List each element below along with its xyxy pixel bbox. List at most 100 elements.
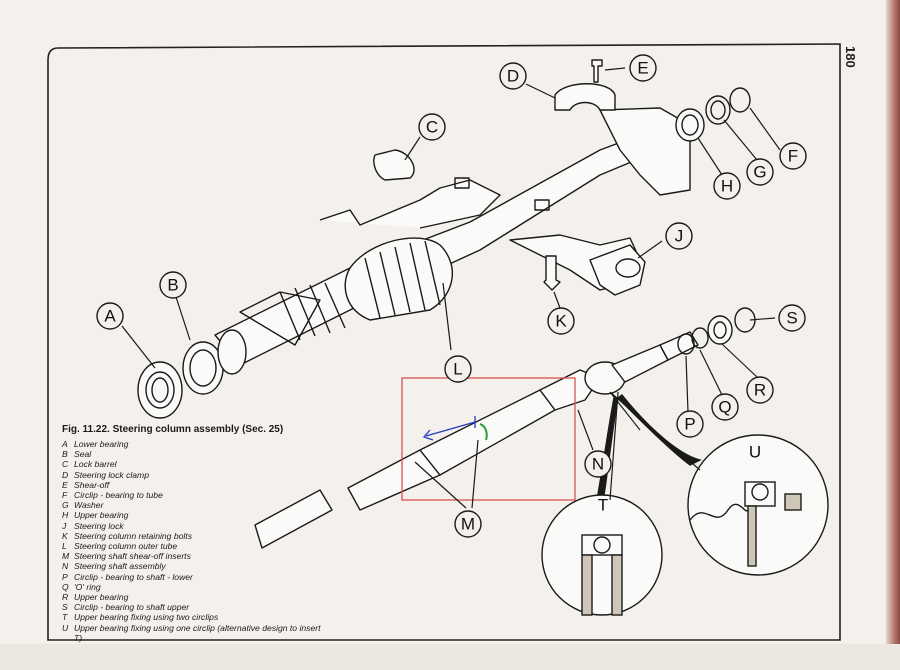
legend-description: Upper bearing fixing using two circlips — [74, 612, 219, 623]
leader-f — [749, 107, 781, 151]
steering-lock — [589, 244, 646, 296]
steering-lock-clamp — [554, 83, 616, 111]
shear-off-bolt — [591, 59, 603, 83]
legend-key: Q — [62, 581, 69, 592]
leader-m2 — [471, 439, 479, 509]
legend-key: J — [62, 520, 67, 531]
legend-description: Steering lock clamp — [74, 469, 149, 480]
callout-b — [159, 271, 187, 299]
legend-description: Circlip - bearing to shaft upper — [74, 602, 190, 613]
mounting-bracket-left — [319, 179, 501, 229]
leader-g — [723, 119, 758, 161]
legend-item: F Circlip - bearing to tube — [62, 490, 322, 500]
callout-q — [711, 393, 739, 421]
legend-key: L — [62, 541, 67, 552]
page-bottom-band — [0, 644, 900, 670]
legend-description: Lower bearing — [74, 439, 129, 449]
highlight-box — [401, 377, 576, 501]
lower-bearing — [137, 361, 183, 419]
bracket-slot-1 — [454, 177, 470, 189]
callout-s — [778, 304, 806, 332]
legend-key: G — [62, 500, 69, 511]
leader-r — [721, 343, 758, 378]
leader-d — [525, 83, 556, 99]
leader-j — [637, 240, 663, 259]
insert-marker — [479, 423, 488, 441]
legend-item: M Steering shaft shear-off inserts — [62, 551, 322, 561]
legend-key: S — [62, 602, 68, 613]
lock-barrel — [373, 149, 415, 181]
upper-bearing-h — [675, 108, 705, 142]
callout-l-label: L — [453, 360, 462, 379]
leader-l — [442, 282, 452, 351]
callout-k — [547, 307, 575, 335]
leader-k — [553, 291, 561, 309]
callout-f-label: F — [788, 147, 798, 166]
page-edge-shadow — [886, 0, 900, 670]
callout-q-label: Q — [718, 398, 731, 417]
bracket-slot-2 — [534, 199, 550, 211]
leader-s — [749, 317, 776, 321]
legend-key: N — [62, 561, 69, 572]
legend-item: Q 'O' ring — [62, 582, 322, 592]
legend-key: P — [62, 571, 68, 582]
callout-m-label: M — [461, 515, 475, 534]
legend-item: A Lower bearing — [62, 439, 322, 449]
retaining-bolt — [543, 255, 561, 291]
legend-description: Steering shaft shear-off inserts — [74, 551, 191, 562]
callout-p-label: P — [684, 415, 695, 434]
legend-key: F — [62, 490, 68, 501]
legend-key: M — [62, 551, 70, 562]
legend-description: Upper bearing — [74, 510, 129, 521]
callout-r-label: R — [754, 381, 766, 400]
legend-description: Steering column retaining bolts — [74, 530, 192, 541]
callout-d — [499, 62, 527, 90]
legend-description: 'O' ring — [74, 581, 101, 592]
callout-n — [584, 450, 612, 478]
callout-l — [444, 355, 472, 383]
callout-a — [96, 302, 124, 330]
leader-e — [604, 67, 626, 71]
legend-description: Circlip - bearing to tube — [74, 490, 163, 501]
legend-key: B — [62, 449, 68, 460]
callout-r — [746, 376, 774, 404]
callout-e — [629, 54, 657, 82]
legend-item: P Circlip - bearing to shaft - lower — [62, 572, 322, 582]
legend-key: A — [62, 439, 68, 449]
legend-description: Lock barrel — [74, 459, 117, 470]
callout-n-label: N — [592, 455, 604, 474]
figure-legend: Fig. 11.22. Steering column assembly (Se… — [62, 424, 322, 643]
legend-description: Washer — [74, 500, 104, 511]
legend-description: Seal — [74, 449, 92, 460]
leader-p — [685, 355, 689, 413]
leader-h — [697, 137, 725, 179]
direction-arrow — [422, 416, 476, 441]
legend-key: D — [62, 469, 69, 480]
callout-d-label: D — [507, 67, 519, 86]
legend-description: Shear-off — [74, 479, 110, 490]
callout-c — [418, 113, 446, 141]
callout-e-label: E — [637, 59, 648, 78]
o-ring-q — [691, 327, 709, 349]
callout-j — [665, 222, 693, 250]
legend-key: T — [62, 612, 68, 623]
callout-p — [676, 410, 704, 438]
rubber-gaiter — [239, 237, 454, 346]
legend-key: U — [62, 622, 69, 633]
leader-m1 — [414, 461, 467, 509]
callout-m — [454, 510, 482, 538]
callout-g-label: G — [753, 163, 766, 182]
legend-item: S Circlip - bearing to shaft upper — [62, 602, 322, 612]
leader-a — [121, 325, 156, 369]
legend-description: Circlip - bearing to shaft - lower — [74, 571, 193, 582]
